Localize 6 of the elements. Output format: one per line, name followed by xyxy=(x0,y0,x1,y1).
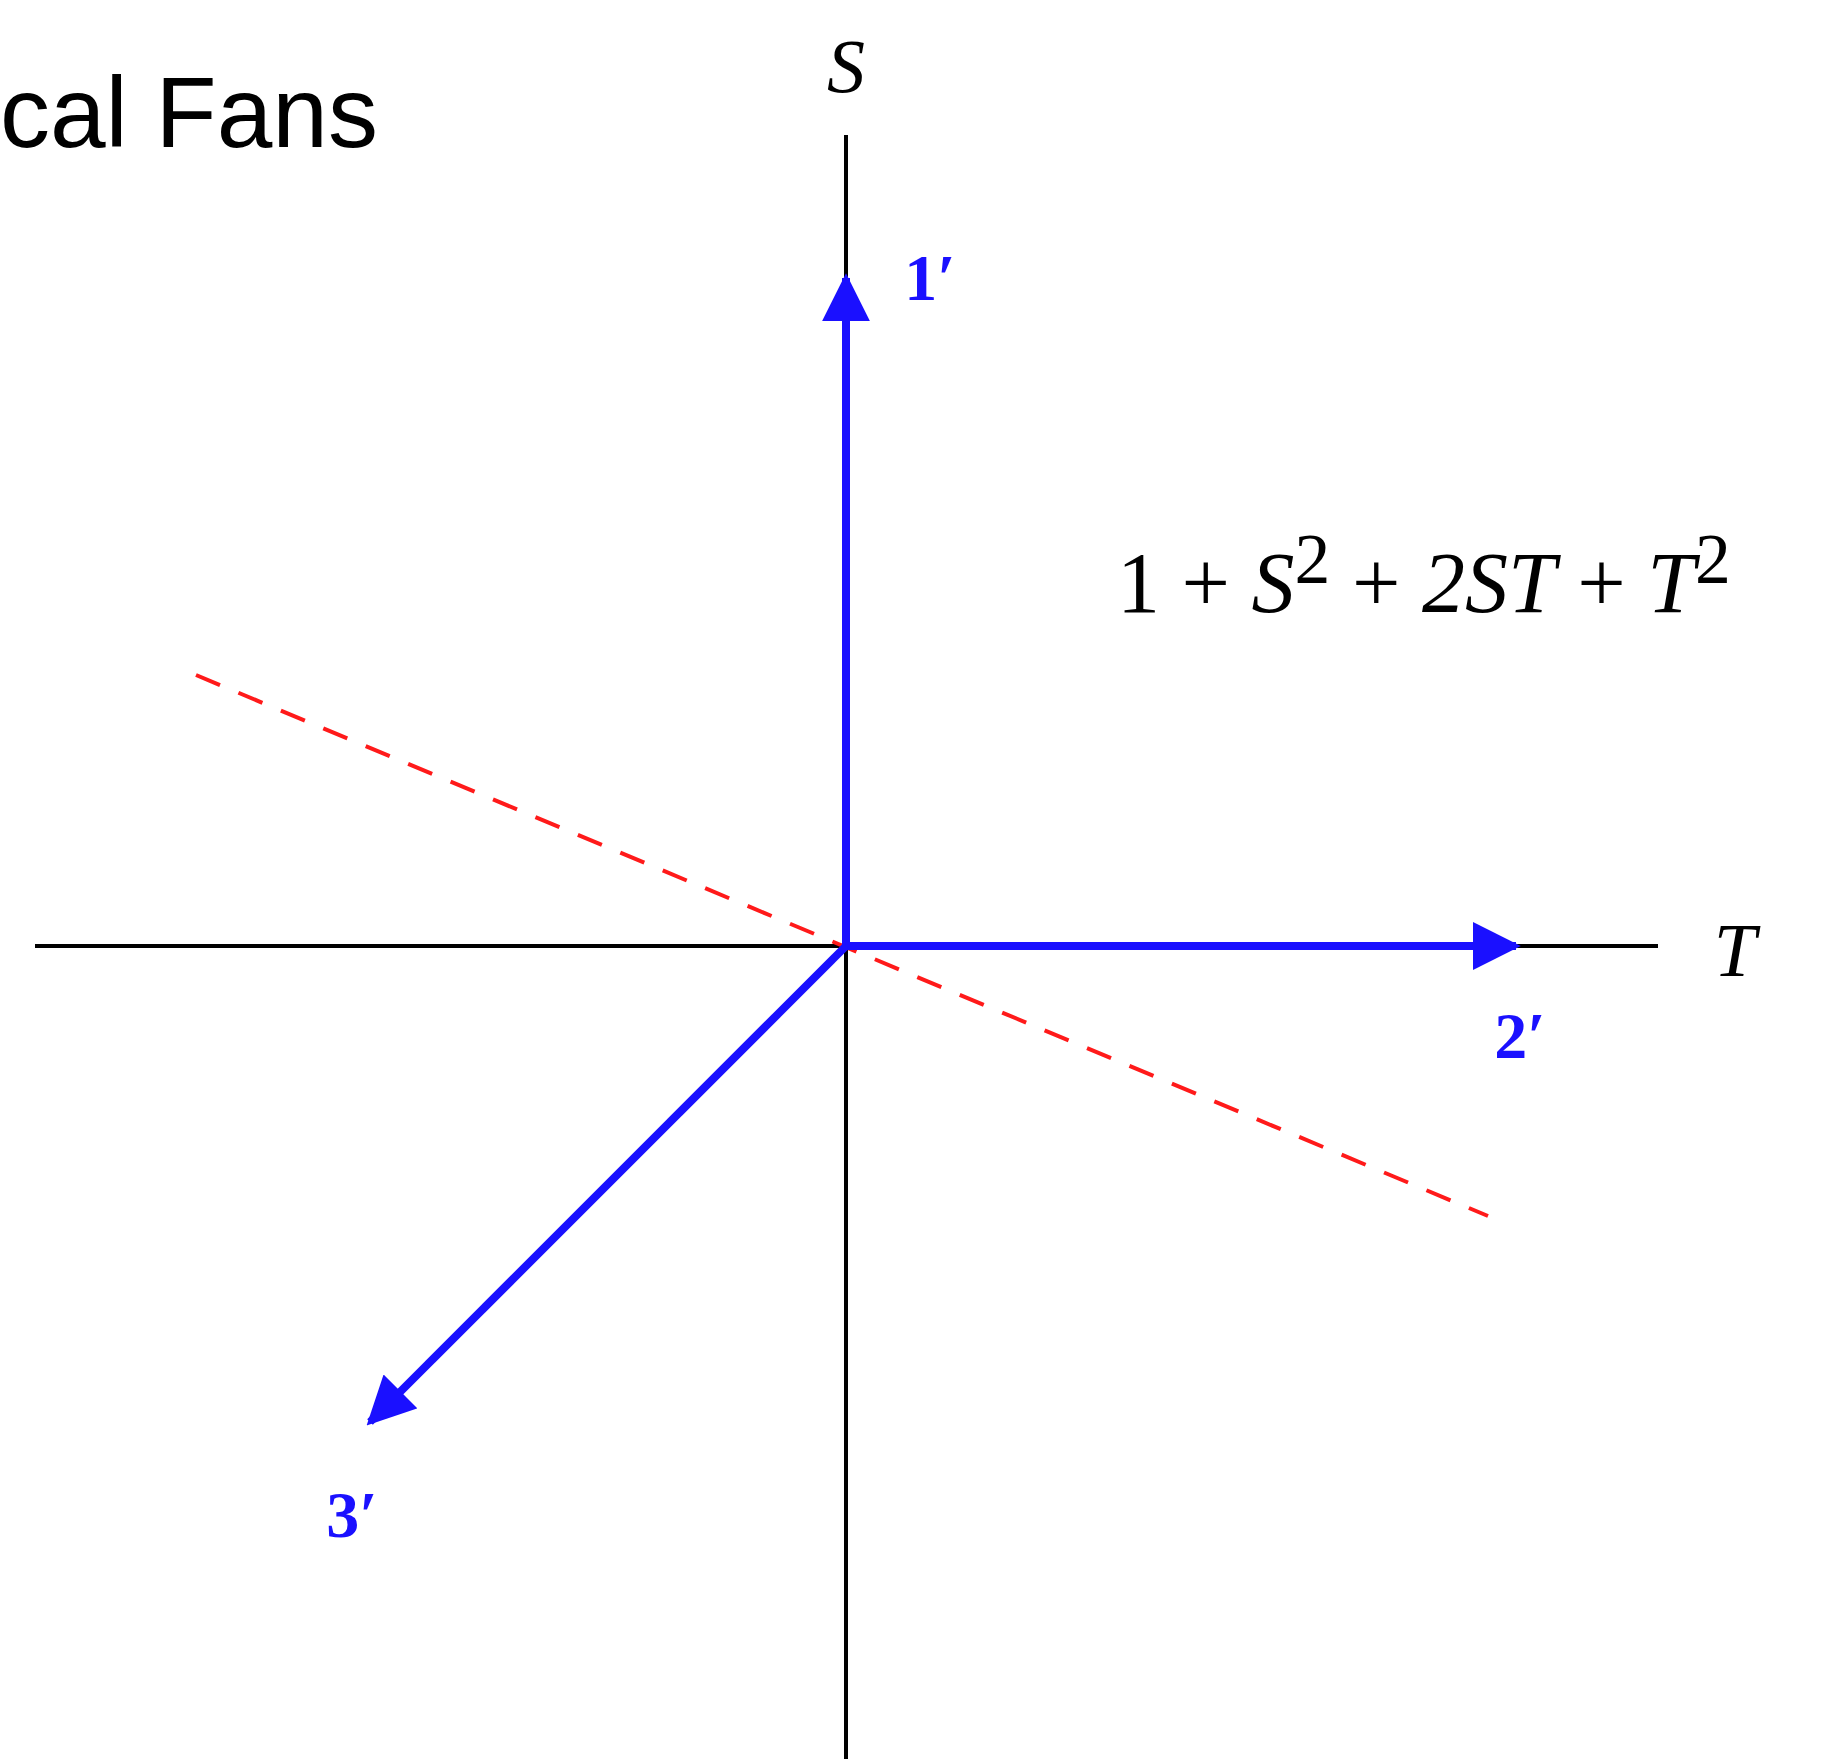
ray-label: 3′ xyxy=(326,1482,378,1548)
axis-label: S xyxy=(827,28,865,104)
ray-label: 1′ xyxy=(904,245,956,311)
ray-label: 2′ xyxy=(1494,1003,1546,1069)
title: cal Fans xyxy=(0,62,378,162)
polynomial-label: 1 + S$^{2}$ + 2ST + T$^{2}$ xyxy=(1117,523,1731,627)
